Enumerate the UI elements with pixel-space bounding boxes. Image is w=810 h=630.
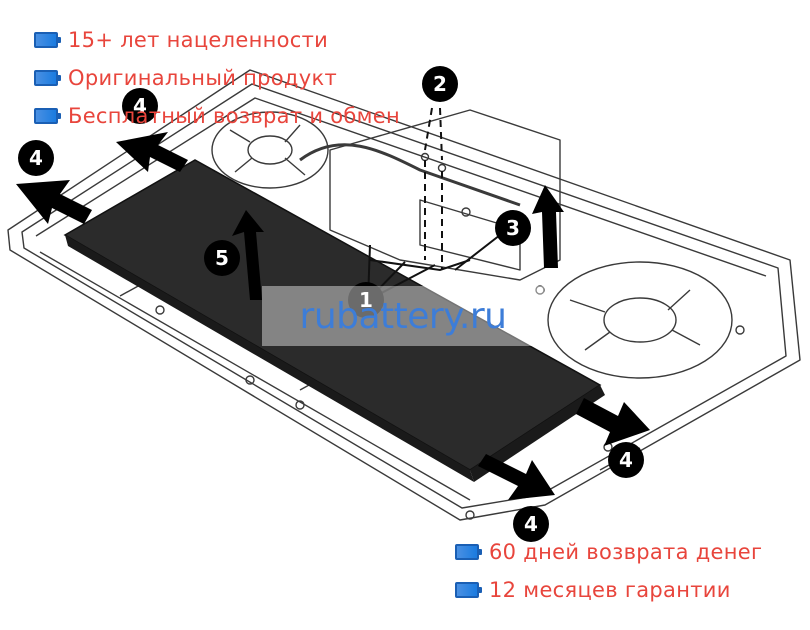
svg-text:4: 4 bbox=[133, 94, 147, 118]
battery-icon bbox=[34, 32, 61, 48]
svg-text:3: 3 bbox=[506, 216, 520, 240]
arrow-icon bbox=[16, 132, 650, 500]
svg-text:4: 4 bbox=[29, 146, 43, 170]
screw-icon bbox=[437, 163, 447, 173]
svg-text:5: 5 bbox=[215, 246, 229, 270]
battery-icon bbox=[34, 108, 61, 124]
promo-text: 15+ лет нацеленности bbox=[68, 28, 329, 52]
promo-text: 60 дней возврата денег bbox=[489, 540, 763, 564]
promo-line: 15+ лет нацеленности bbox=[34, 28, 328, 52]
promo-line: 12 месяцев гарантии bbox=[455, 578, 731, 602]
fan-icon bbox=[211, 111, 329, 189]
battery-icon bbox=[455, 582, 482, 598]
svg-text:1: 1 bbox=[359, 288, 373, 312]
svg-text:4: 4 bbox=[619, 448, 633, 472]
promo-text: 12 месяцев гарантии bbox=[489, 578, 731, 602]
promo-text: Оригинальный продукт bbox=[68, 66, 337, 90]
svg-text:2: 2 bbox=[433, 72, 447, 96]
watermark: rubattery.ru bbox=[262, 286, 544, 346]
battery-icon bbox=[34, 70, 61, 86]
motherboard bbox=[329, 109, 561, 281]
chassis-outline bbox=[7, 69, 801, 521]
promo-line: Оригинальный продукт bbox=[34, 66, 337, 90]
callout-badge: 4 4 5 2 3 1 4 4 bbox=[18, 66, 644, 542]
promo-line: Бесплатный возврат и обмен bbox=[34, 104, 400, 128]
promo-line: 60 дней возврата денег bbox=[455, 540, 762, 564]
promo-text: Бесплатный возврат и обмен bbox=[68, 104, 401, 128]
svg-text:4: 4 bbox=[524, 512, 538, 536]
battery-icon bbox=[455, 544, 482, 560]
heat-pipe bbox=[299, 143, 521, 207]
fan-icon bbox=[547, 261, 733, 379]
